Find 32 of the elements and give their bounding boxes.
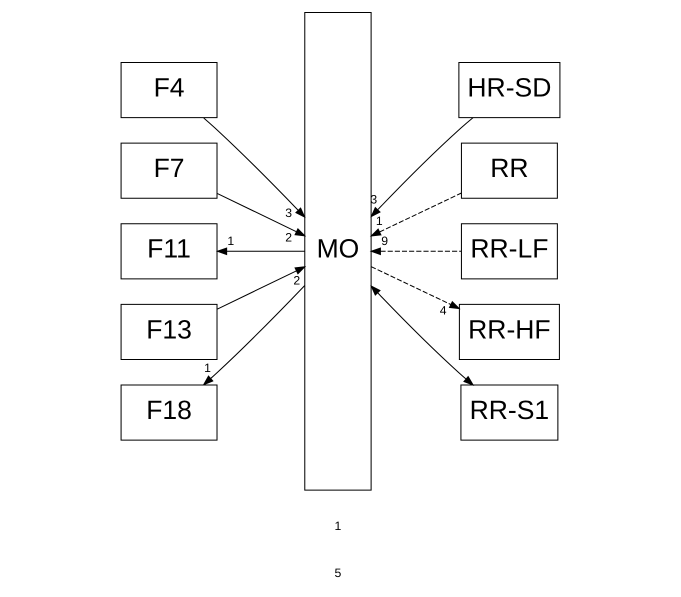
edge-label: 2 [293,273,300,288]
edge-label: 1 [227,234,234,248]
arrow [370,117,474,218]
arrow [370,285,474,386]
arrow [217,266,306,310]
node-box: RR-HF [458,304,560,360]
node-box: RR-S1 [460,384,558,441]
edge-label: 1 [376,214,383,228]
node-box: F11 [120,223,218,280]
label: 5 [334,566,342,580]
node-box: F7 [120,142,218,199]
arrow [202,285,305,386]
node-box: RR-LF [460,223,558,280]
node-box: MO [304,12,372,491]
node-box: F18 [120,384,218,441]
arrow [371,266,461,310]
edge-label: 1 [204,360,211,375]
arrow [203,118,306,218]
arrow [370,247,462,256]
node-box: F4 [120,62,218,118]
edge-label: 2 [285,230,292,245]
edge-label: 3 [285,206,292,220]
edge-label: 4 [440,303,447,318]
edge-label: 3 [370,192,378,206]
node-box: HR-SD [458,62,560,118]
arrow [370,192,462,237]
node-box: RR [460,142,558,199]
node-box: F13 [120,304,218,360]
label: 1 [334,519,342,534]
edge-label: 9 [381,234,388,248]
arrow [216,247,305,256]
arrow [217,193,306,236]
